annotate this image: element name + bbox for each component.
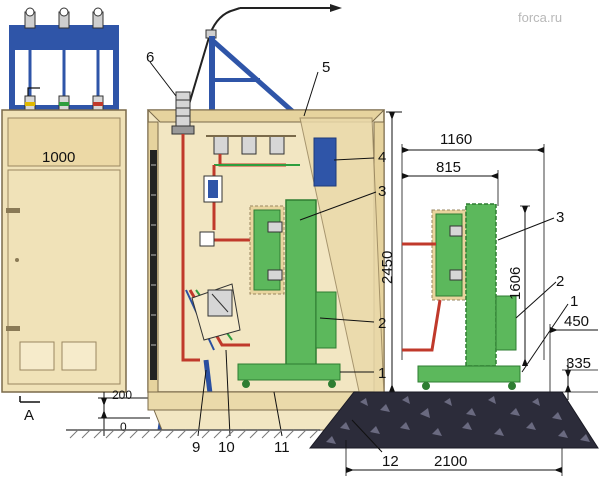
callout-3-right: 3 <box>556 209 564 226</box>
width-2100-label: 2100 <box>434 453 467 470</box>
base-height-dimension: 200 0 <box>98 388 150 436</box>
ground-hatch <box>69 429 319 439</box>
transformer-main <box>237 199 341 388</box>
blue-panel <box>313 137 337 187</box>
callout-4: 4 <box>378 149 386 166</box>
callout-2-right: 2 <box>556 273 564 290</box>
hv-bushing <box>171 91 195 135</box>
zero-level-label: 0 <box>120 420 127 434</box>
width-815-label: 815 <box>436 159 461 176</box>
height-2450-dimension: 2450 <box>379 111 402 392</box>
section-view <box>146 4 386 432</box>
callout-11: 11 <box>274 439 290 456</box>
gravel-texture <box>326 396 590 444</box>
busbar-insulators <box>206 135 296 155</box>
callout-5: 5 <box>322 59 330 76</box>
section-marker-a: A <box>19 396 40 424</box>
top-insulator-left <box>24 7 36 29</box>
height-335-label: 335 <box>566 355 591 372</box>
callout-2-main: 2 <box>378 315 386 332</box>
callout-1-main: 1 <box>378 365 386 382</box>
top-insulator-right <box>92 7 104 29</box>
fuse-holder <box>199 175 223 247</box>
cabinet-top-panel <box>7 117 121 167</box>
ground-and-foundation <box>66 391 599 449</box>
callout-9: 9 <box>192 439 200 456</box>
support-truss <box>209 36 302 120</box>
top-insulator-middle <box>58 7 70 29</box>
door-latch-lower <box>6 326 20 331</box>
width-450-label: 450 <box>564 313 589 330</box>
callout-leaders-main <box>149 61 377 437</box>
cabinet-door <box>7 169 121 385</box>
door-latch-upper <box>6 208 20 213</box>
switch-apparatus <box>191 283 241 341</box>
height-2450-label: 2450 <box>379 251 396 284</box>
callout-1-right: 1 <box>570 293 578 310</box>
gravel-foundation <box>308 391 599 449</box>
insulator-frame <box>9 7 119 111</box>
ventilation-strip <box>150 150 157 380</box>
callout-3-main: 3 <box>378 183 386 200</box>
base-height-label: 200 <box>112 388 132 402</box>
vent-window-right <box>61 341 97 371</box>
front-cabinet-view: 1000 <box>1 7 127 393</box>
height-1606-label: 1606 <box>507 267 524 300</box>
cabinet-width-label: 1000 <box>42 149 75 166</box>
overhead-line <box>181 4 342 129</box>
vent-slots <box>151 164 156 346</box>
width-2100-dimension: 2100 12 <box>345 419 563 476</box>
callout-12: 12 <box>382 453 399 470</box>
width-1160-label: 1160 <box>440 131 472 148</box>
right-transformer-view: 1160 815 1606 3 2 1 4 <box>401 131 598 400</box>
vent-window-left <box>19 341 55 371</box>
watermark-text: forca.ru <box>518 10 562 25</box>
callout-6: 6 <box>146 49 154 66</box>
door-lock <box>15 258 19 262</box>
callout-10: 10 <box>218 439 235 456</box>
section-label: A <box>24 407 34 424</box>
